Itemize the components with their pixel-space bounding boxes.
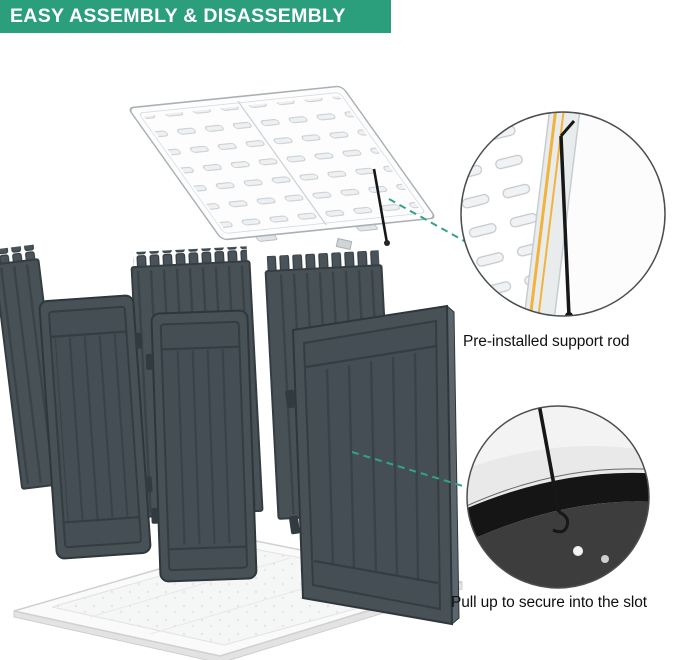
lid-panel xyxy=(129,85,435,242)
connector-line-top xyxy=(388,198,467,243)
banner-title: EASY ASSEMBLY & DISASSEMBLY xyxy=(10,5,346,27)
door-right xyxy=(285,304,460,626)
lid-support-rod xyxy=(335,168,390,250)
header-banner: EASY ASSEMBLY & DISASSEMBLY xyxy=(0,0,391,33)
door-center xyxy=(145,309,258,583)
door-left xyxy=(38,294,153,560)
callout-label-support-rod: Pre-installed support rod xyxy=(463,333,630,350)
callout-circle-support-rod xyxy=(460,111,666,317)
callout-circle-slot xyxy=(466,405,650,589)
callout-label-slot: Pull up to secure into the slot xyxy=(451,594,647,611)
connector-line-bottom xyxy=(351,451,467,488)
